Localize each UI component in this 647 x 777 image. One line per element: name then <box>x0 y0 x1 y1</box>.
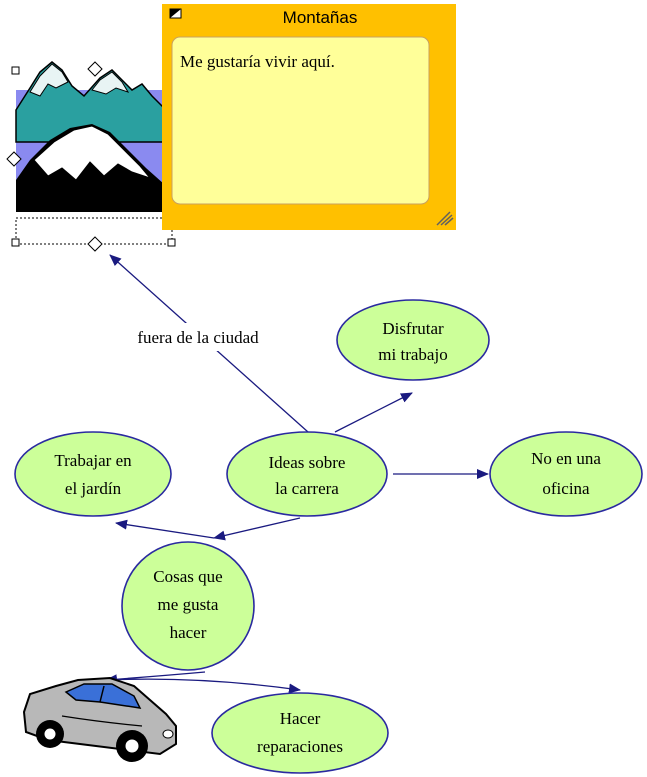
node-jardin[interactable]: Trabajar en el jardín <box>14 431 172 517</box>
resize-grip-icon[interactable] <box>436 211 454 226</box>
car-clipart[interactable] <box>22 676 177 762</box>
link-label-fuera-de-la-ciudad[interactable]: fuera de la ciudad <box>137 328 259 347</box>
minimize-box-icon <box>170 9 181 18</box>
car-hub-front <box>124 738 140 754</box>
node-disfrutar-line2: mi trabajo <box>378 345 447 364</box>
mountains-back-snow <box>29 63 69 97</box>
mountains-front-snow <box>33 125 152 181</box>
resize-handle-ml[interactable] <box>11 238 20 247</box>
selection-frame <box>6 61 176 252</box>
link-car-to-reparaciones[interactable] <box>105 678 301 694</box>
anchor-handle-top[interactable] <box>87 61 103 77</box>
node-jardin-line1: Trabajar en <box>54 451 132 470</box>
car-window-pillar <box>99 685 105 703</box>
car-hub-rear <box>43 727 57 741</box>
node-reparaciones[interactable]: Hacer reparaciones <box>211 692 389 774</box>
node-reparaciones-line1: Hacer <box>280 709 321 728</box>
note-title: Montañas <box>283 8 358 27</box>
resize-handle-tl[interactable] <box>11 66 20 75</box>
resize-handle-mr[interactable] <box>167 238 176 247</box>
node-cosas[interactable]: Cosas que me gusta hacer <box>121 541 255 671</box>
node-cosas-line2: me gusta <box>158 595 219 614</box>
node-reparaciones-line2: reparaciones <box>257 737 343 756</box>
node-oficina-line1: No en una <box>531 449 601 468</box>
node-cosas-line3: hacer <box>170 623 207 642</box>
anchor-handle-left[interactable] <box>6 151 22 167</box>
node-center-line2: la carrera <box>275 479 339 498</box>
node-cosas-line1: Cosas que <box>153 567 222 586</box>
node-disfrutar-line1: Disfrutar <box>382 319 444 338</box>
node-jardin-line2: el jardín <box>65 479 122 498</box>
mountains-back-snow-2 <box>91 71 130 95</box>
node-oficina[interactable]: No en una oficina <box>489 431 643 517</box>
note-text[interactable]: Me gustaría vivir aquí. <box>180 52 335 71</box>
anchor-handle-bottom[interactable] <box>87 236 103 252</box>
node-center[interactable]: Ideas sobre la carrera <box>226 431 388 517</box>
link-center-to-cosas[interactable] <box>213 517 301 541</box>
link-center-to-disfrutar[interactable] <box>334 392 413 433</box>
car-headlight <box>162 729 174 739</box>
note-montanas[interactable]: Montañas Me gustaría vivir aquí. <box>162 4 456 230</box>
car-window <box>64 683 142 709</box>
node-center-line1: Ideas sobre <box>269 453 346 472</box>
node-disfrutar[interactable]: Disfrutar mi trabajo <box>336 299 490 381</box>
car-door-line <box>61 715 143 727</box>
note-body[interactable] <box>171 36 430 205</box>
node-oficina-line2: oficina <box>542 479 590 498</box>
link-cosas-to-jardin[interactable] <box>115 519 215 539</box>
mountains-clipart[interactable] <box>15 61 165 212</box>
link-label-bg <box>113 323 283 351</box>
